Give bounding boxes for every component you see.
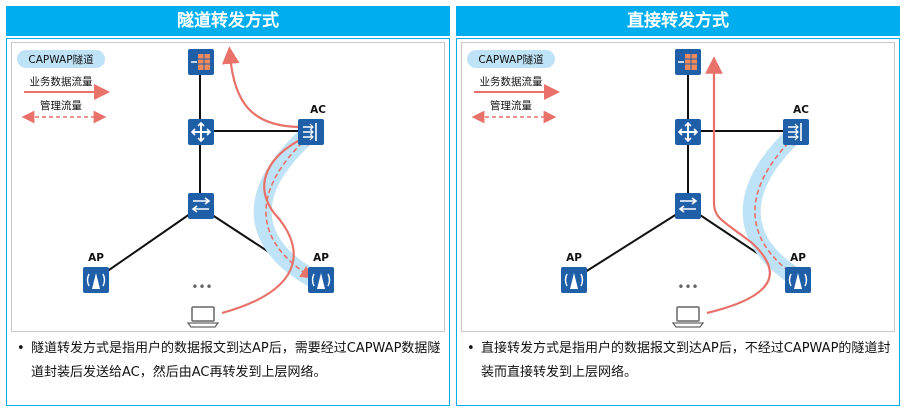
legend: CAPWAP隧道 业务数据流量 管理流量 bbox=[467, 50, 560, 124]
more-aps-dots: ••• bbox=[677, 280, 698, 294]
legend-tunnel-swatch bbox=[467, 50, 555, 68]
legend-tunnel-label: CAPWAP隧道 bbox=[478, 53, 544, 66]
switch-icon bbox=[675, 193, 701, 219]
ap-icon-right bbox=[308, 267, 334, 293]
panel-title: 隧道转发方式 bbox=[6, 6, 450, 36]
network-diagram: CAPWAP隧道 业务数据流量 管理流量 bbox=[467, 49, 811, 328]
ap-left-label: AP bbox=[88, 252, 104, 264]
mgmt-flow-path bbox=[265, 132, 314, 279]
ac-label: AC bbox=[310, 104, 326, 116]
ap-icon-left bbox=[83, 267, 109, 293]
panel-frame: CAPWAP隧道 业务数据流量 管理流量 bbox=[456, 38, 900, 406]
ac-label: AC bbox=[793, 104, 809, 116]
ap-right-label: AP bbox=[790, 252, 806, 264]
capwap-tunnel bbox=[742, 124, 805, 286]
description: • 隧道转发方式是指用户的数据报文到达AP后，需要经过CAPWAP数据隧道封装后… bbox=[13, 337, 443, 385]
ap-icon-right bbox=[785, 267, 811, 293]
ap-icon-left bbox=[561, 267, 587, 293]
firewall-icon bbox=[188, 49, 214, 75]
legend-tunnel-swatch bbox=[17, 50, 105, 68]
firewall-icon bbox=[675, 49, 701, 75]
legend-mgmt-label: 管理流量 bbox=[40, 99, 82, 112]
legend-data-label: 业务数据流量 bbox=[480, 75, 543, 88]
laptop-icon bbox=[671, 306, 705, 328]
ac-icon bbox=[298, 119, 324, 145]
router-icon bbox=[188, 119, 214, 145]
legend-mgmt-label: 管理流量 bbox=[490, 99, 532, 112]
data-flow-path bbox=[705, 56, 771, 315]
data-flow-path-out bbox=[221, 46, 303, 129]
ac-icon bbox=[783, 119, 809, 145]
ap-right-label: AP bbox=[313, 252, 329, 264]
switch-icon bbox=[188, 193, 214, 219]
ap-left-label: AP bbox=[566, 252, 582, 264]
description-text: 隧道转发方式是指用户的数据报文到达AP后，需要经过CAPWAP数据隧道封装后发送… bbox=[31, 341, 441, 380]
legend: CAPWAP隧道 业务数据流量 管理流量 bbox=[17, 50, 110, 124]
bullet: • bbox=[467, 341, 475, 356]
router-icon bbox=[675, 119, 701, 145]
description: • 直接转发方式是指用户的数据报文到达AP后，不经过CAPWAP的隧道封装而直接… bbox=[463, 337, 893, 385]
description-text: 直接转发方式是指用户的数据报文到达AP后，不经过CAPWAP的隧道封装而直接转发… bbox=[481, 341, 891, 380]
direct-forwarding-panel: 直接转发方式 CAPWAP隧道 业务数据流量 管理流量 bbox=[456, 6, 900, 406]
panel-frame: CAPWAP隧道 业务数据流量 管理流量 bbox=[6, 38, 450, 406]
bullet: • bbox=[17, 341, 25, 356]
tunnel-forwarding-panel: 隧道转发方式 CAPWAP隧道 业务数据流量 管理流量 bbox=[6, 6, 450, 406]
network-diagram: CAPWAP隧道 业务数据流量 管理流量 bbox=[17, 46, 334, 328]
mgmt-flow-path bbox=[754, 132, 800, 279]
legend-data-label: 业务数据流量 bbox=[30, 75, 93, 88]
panel-title: 直接转发方式 bbox=[456, 6, 900, 36]
more-aps-dots: ••• bbox=[191, 280, 212, 294]
capwap-tunnel bbox=[253, 124, 319, 286]
legend-tunnel-label: CAPWAP隧道 bbox=[28, 53, 94, 66]
diagram-area: CAPWAP隧道 业务数据流量 管理流量 bbox=[461, 42, 895, 332]
diagram-area: CAPWAP隧道 业务数据流量 管理流量 bbox=[11, 42, 445, 332]
data-flow-path-up bbox=[221, 138, 303, 315]
laptop-icon bbox=[186, 306, 220, 328]
